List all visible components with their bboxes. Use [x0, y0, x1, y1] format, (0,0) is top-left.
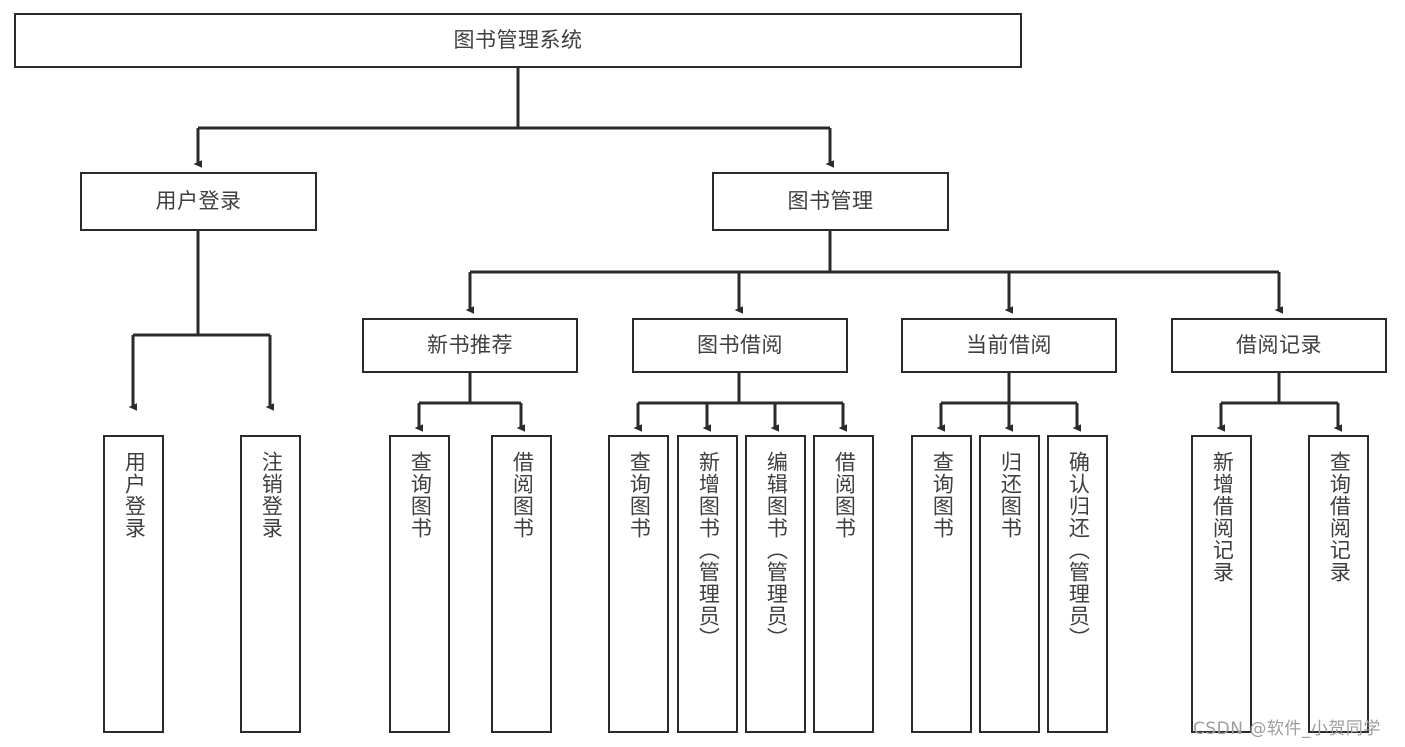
node-leaf-query-book-2[interactable]: 查询图书: [608, 435, 669, 733]
node-leaf-edit-book-label: 编辑图书（管理员）: [764, 451, 789, 649]
node-leaf-query-book-1[interactable]: 查询图书: [389, 435, 450, 733]
node-user-login[interactable]: 用户登录: [80, 172, 317, 231]
node-leaf-add-record[interactable]: 新增借阅记录: [1191, 435, 1252, 733]
node-leaf-query-record-label: 查询借阅记录: [1327, 451, 1352, 583]
node-leaf-user-login-label: 用户登录: [122, 451, 147, 539]
node-book-manage-label: 图书管理: [787, 189, 874, 214]
node-book-manage[interactable]: 图书管理: [712, 172, 949, 231]
node-leaf-borrow-book-1[interactable]: 借阅图书: [491, 435, 552, 733]
node-new-book-rec-label: 新书推荐: [427, 333, 513, 358]
node-leaf-query-book-3-label: 查询图书: [930, 451, 955, 539]
node-current-borrow-label: 当前借阅: [966, 333, 1052, 358]
node-borrow-record-label: 借阅记录: [1236, 333, 1322, 358]
node-leaf-edit-book[interactable]: 编辑图书（管理员）: [745, 435, 806, 733]
node-leaf-add-book-label: 新增图书（管理员）: [696, 451, 721, 649]
node-leaf-logout[interactable]: 注销登录: [240, 435, 301, 733]
node-book-borrow[interactable]: 图书借阅: [632, 318, 848, 373]
node-new-book-rec[interactable]: 新书推荐: [362, 318, 578, 373]
node-leaf-add-book[interactable]: 新增图书（管理员）: [677, 435, 738, 733]
node-leaf-query-book-3[interactable]: 查询图书: [911, 435, 972, 733]
node-book-borrow-label: 图书借阅: [697, 333, 783, 358]
node-leaf-confirm-return-label: 确认归还（管理员）: [1066, 451, 1091, 649]
node-leaf-add-record-label: 新增借阅记录: [1210, 451, 1235, 583]
node-leaf-confirm-return[interactable]: 确认归还（管理员）: [1047, 435, 1108, 733]
node-leaf-return-book-label: 归还图书: [998, 451, 1023, 539]
node-leaf-borrow-book-2-label: 借阅图书: [832, 451, 857, 539]
node-leaf-query-book-2-label: 查询图书: [627, 451, 652, 539]
node-leaf-borrow-book-1-label: 借阅图书: [510, 451, 535, 539]
node-leaf-return-book[interactable]: 归还图书: [979, 435, 1040, 733]
node-leaf-borrow-book-2[interactable]: 借阅图书: [813, 435, 874, 733]
node-leaf-query-book-1-label: 查询图书: [408, 451, 433, 539]
node-current-borrow[interactable]: 当前借阅: [901, 318, 1117, 373]
node-root-label: 图书管理系统: [453, 28, 583, 53]
node-root[interactable]: 图书管理系统: [14, 13, 1022, 68]
csdn-watermark: CSDN @软件_小贺同学: [1193, 719, 1381, 739]
node-borrow-record[interactable]: 借阅记录: [1171, 318, 1387, 373]
node-user-login-label: 用户登录: [155, 189, 242, 214]
node-leaf-logout-label: 注销登录: [259, 451, 284, 539]
node-leaf-user-login[interactable]: 用户登录: [103, 435, 164, 733]
node-leaf-query-record[interactable]: 查询借阅记录: [1308, 435, 1369, 733]
